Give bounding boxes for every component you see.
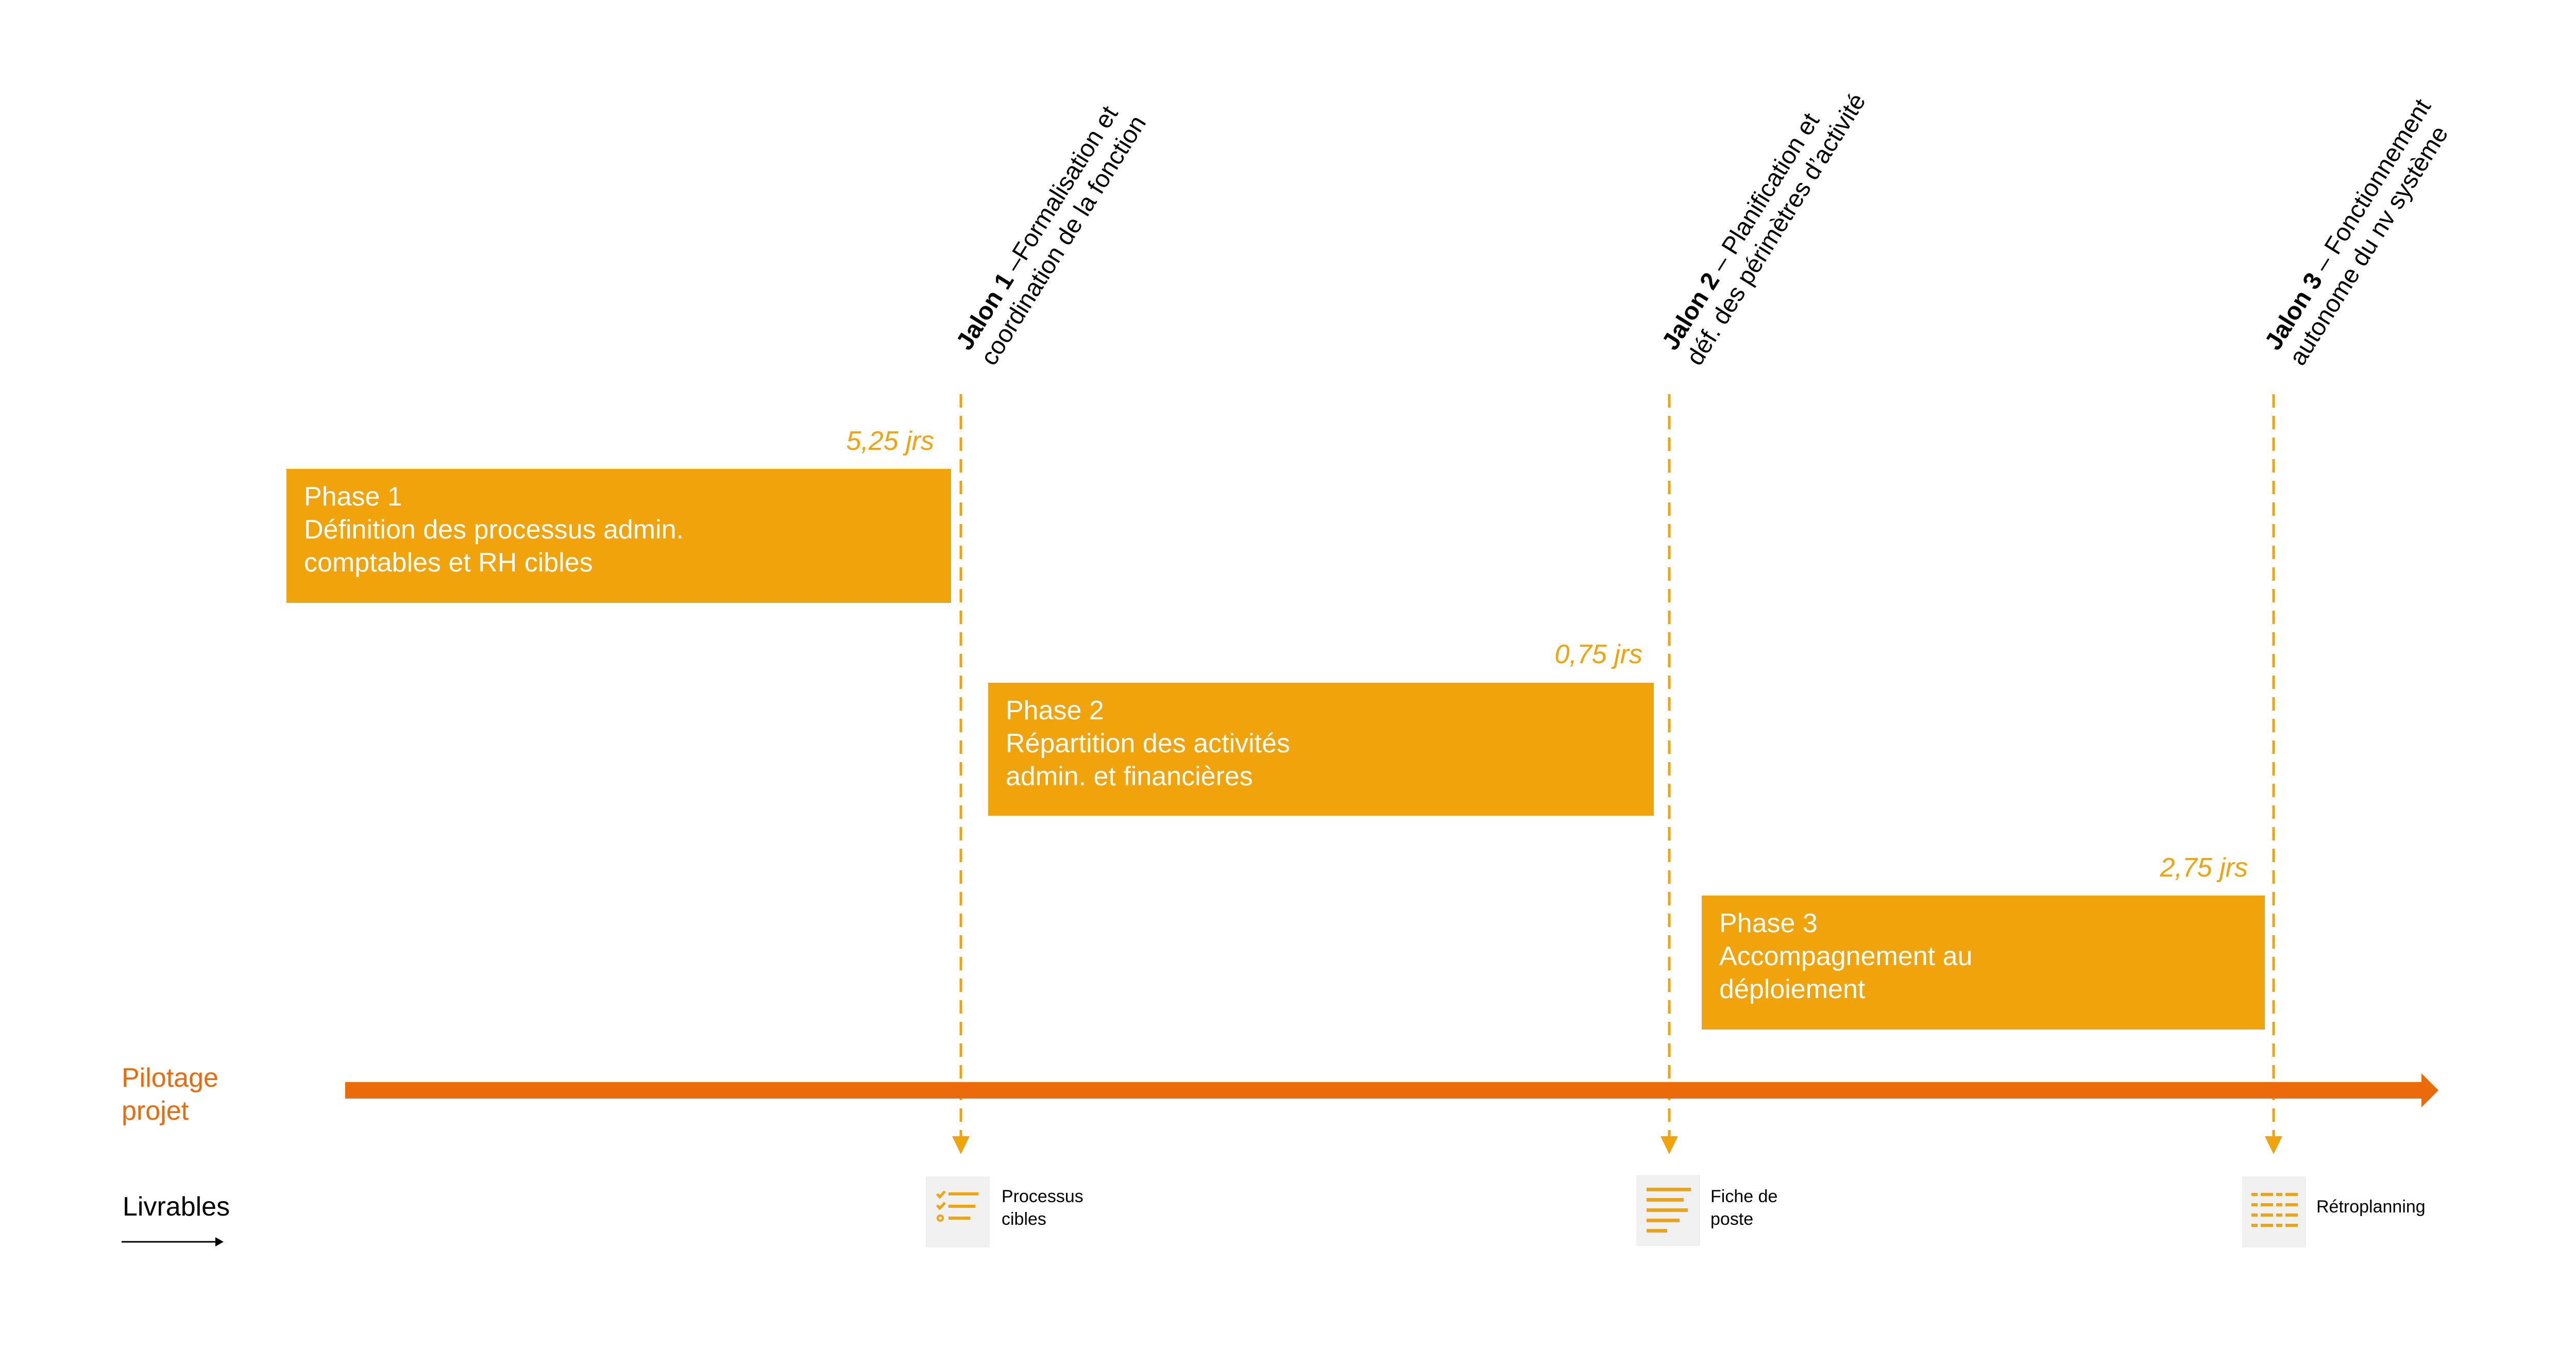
phase-1-box: Phase 1 Définition des processus admin. … xyxy=(286,469,951,603)
deliverable-label-line: poste xyxy=(1710,1209,1754,1229)
pilotage-label: Pilotage projet xyxy=(122,1061,218,1127)
deliverable-label-1: Processus cibles xyxy=(1002,1185,1083,1230)
deliverable-label-line: cibles xyxy=(1002,1209,1046,1229)
milestone-line-3 xyxy=(2265,394,2282,1154)
deliverable-label-3: Rétroplanning xyxy=(2316,1195,2426,1218)
milestone-line-1 xyxy=(952,394,970,1154)
phase-description: comptables et RH cibles xyxy=(304,548,593,578)
phase-description: déploiement xyxy=(1719,974,1866,1004)
phase-3-duration: 2,75 jrs xyxy=(2160,853,2248,883)
phase-name: Phase 2 xyxy=(1006,696,1104,726)
livrables-arrow xyxy=(122,1237,224,1246)
pilotage-label-line: Pilotage xyxy=(122,1063,218,1093)
pilotage-label-line: projet xyxy=(122,1096,189,1126)
phase-description: admin. et financières xyxy=(1006,762,1253,791)
deliverable-label-line: Rétroplanning xyxy=(2316,1197,2426,1217)
phase-name: Phase 3 xyxy=(1719,908,1818,938)
phase-description: Définition des processus admin. xyxy=(304,515,684,545)
deliverable-label-line: Processus xyxy=(1002,1187,1083,1206)
phase-name: Phase 1 xyxy=(304,482,402,512)
phase-2-duration: 0,75 jrs xyxy=(1554,639,1642,669)
phase-description: Répartition des activités xyxy=(1006,729,1291,758)
document-lines-icon xyxy=(1636,1175,1700,1246)
phase-2-box: Phase 2 Répartition des activités admin.… xyxy=(988,683,1654,816)
milestone-line-2 xyxy=(1660,394,1678,1154)
phase-description: Accompagnement au xyxy=(1719,941,1973,971)
phase-1-duration: 5,25 jrs xyxy=(846,426,934,456)
livrables-label: Livrables xyxy=(123,1192,230,1222)
deliverable-label-2: Fiche de poste xyxy=(1710,1185,1777,1230)
checklist-icon xyxy=(926,1176,990,1247)
deliverable-label-line: Fiche de xyxy=(1710,1187,1778,1206)
pilotage-arrow xyxy=(345,1073,2438,1107)
grid-list-icon xyxy=(2242,1176,2306,1247)
phase-3-box: Phase 3 Accompagnement au déploiement xyxy=(1702,896,2265,1030)
